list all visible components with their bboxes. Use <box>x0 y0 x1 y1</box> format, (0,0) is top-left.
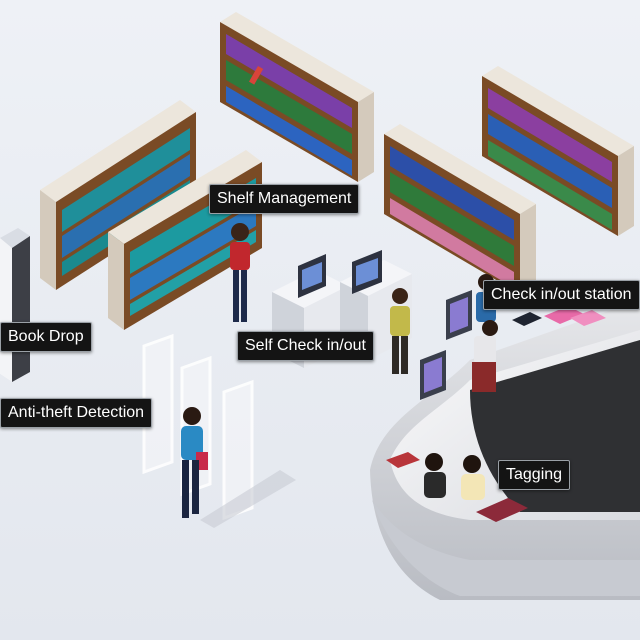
anti-theft-gates <box>142 333 254 521</box>
label-tagging: Tagging <box>498 460 571 490</box>
label-anti-theft: Anti-theft Detection <box>0 398 153 428</box>
person-walking <box>181 407 296 528</box>
person-kiosk <box>390 288 410 374</box>
bookshelf-top-center <box>220 12 374 182</box>
person-shelf <box>230 223 250 322</box>
label-shelf-management: Shelf Management <box>209 184 360 214</box>
people <box>181 223 498 528</box>
bookshelf-middle-right <box>384 124 536 294</box>
label-check-station: Check in/out station <box>483 280 640 310</box>
book-drop-unit <box>0 228 30 382</box>
bookshelf-far-right <box>482 66 634 236</box>
person-tagging <box>424 453 485 500</box>
label-self-check: Self Check in/out <box>237 331 374 361</box>
label-book-drop: Book Drop <box>0 322 92 352</box>
